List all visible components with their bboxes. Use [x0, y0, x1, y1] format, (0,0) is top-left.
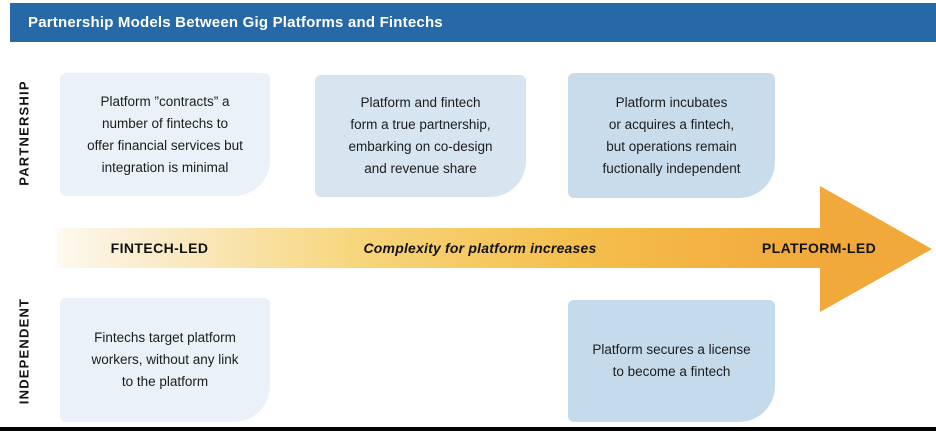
row-label-independent: INDEPENDENT	[16, 297, 32, 405]
partnership-box-fintech-led: Platform ”contracts” a number of fintech…	[60, 73, 270, 196]
partnership-box-platform-led: Platform incubates or acquires a fintech…	[568, 73, 775, 198]
gradient-arrow-band	[57, 228, 822, 268]
independent-box-fintech-led-text: Fintechs target platform workers, withou…	[91, 330, 239, 389]
title-bar: Partnership Models Between Gig Platforms…	[10, 3, 936, 42]
bottom-divider	[0, 427, 936, 431]
independent-box-fintech-led: Fintechs target platform workers, withou…	[60, 298, 270, 422]
independent-box-platform-led: Platform secures a license to become a f…	[568, 300, 775, 422]
partnership-box-platform-led-text: Platform incubates or acquires a fintech…	[602, 94, 741, 176]
partnership-box-true-partnership: Platform and fintech form a true partner…	[315, 75, 526, 197]
row-label-partnership: PARTNERSHIP	[16, 80, 32, 186]
arrow-label-fintech-led: FINTECH-LED	[110, 240, 209, 256]
partnership-box-true-partnership-text: Platform and fintech form a true partner…	[348, 95, 493, 176]
independent-box-platform-led-text: Platform secures a license to become a f…	[592, 342, 751, 379]
arrow-label-complexity: Complexity for platform increases	[363, 240, 597, 256]
page-title: Partnership Models Between Gig Platforms…	[28, 14, 443, 31]
partnership-box-fintech-led-text: Platform ”contracts” a number of fintech…	[87, 93, 243, 175]
arrow-label-platform-led: PLATFORM-LED	[761, 240, 877, 256]
